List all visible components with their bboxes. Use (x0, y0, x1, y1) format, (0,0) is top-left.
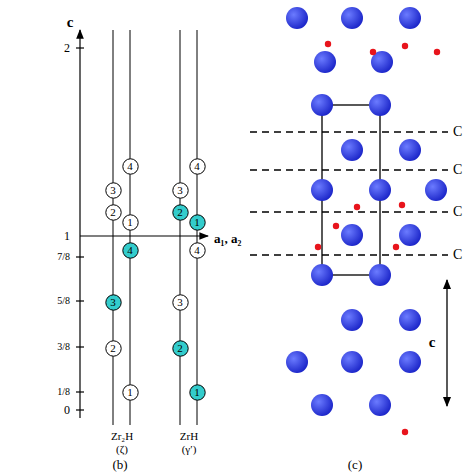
atom-site-circle: 1 (122, 214, 139, 231)
atom-site-circle: 2 (172, 204, 189, 221)
atom-site-circle: 3 (172, 294, 189, 311)
atom-site-circle: 3 (105, 182, 122, 199)
tick-label: 1 (64, 230, 70, 242)
layer-label: C (453, 205, 462, 219)
axis-label: a₁, a₂ (214, 232, 241, 245)
c-dimension-arrow (446, 280, 447, 406)
panel-label: (b) (112, 458, 127, 471)
atom-site-circle: 4 (189, 158, 206, 175)
site-number: 1 (189, 387, 206, 398)
site-number: 4 (189, 245, 206, 256)
site-number: 2 (105, 343, 122, 354)
tick-label: 3/8 (57, 342, 70, 352)
layer-label: C (453, 163, 462, 177)
atom-site-circle: 4 (189, 242, 206, 259)
site-number: 2 (172, 343, 189, 354)
site-number: 1 (122, 217, 139, 228)
phase-name: Zr₂H (111, 431, 133, 442)
phase-name: ZrH (180, 431, 198, 442)
atom-site-circle: 1 (189, 214, 206, 231)
atom-site-circle: 2 (172, 340, 189, 357)
site-number: 4 (189, 161, 206, 172)
tick-label: 1/8 (57, 387, 70, 397)
site-number: 4 (122, 161, 139, 172)
site-number: 3 (105, 297, 122, 308)
stacking-lines (113, 30, 197, 425)
tick-label: 7/8 (57, 252, 70, 262)
atom-site-circle: 4 (122, 242, 139, 259)
zr-atoms (286, 7, 447, 416)
atom-site-circle: 3 (172, 182, 189, 199)
atom-site-circle: 1 (122, 384, 139, 401)
layer-label: C (453, 248, 462, 262)
site-number: 1 (122, 387, 139, 398)
atom-site-circle: 1 (189, 384, 206, 401)
site-number: 3 (172, 185, 189, 196)
tick-label: 0 (64, 404, 70, 416)
axes (76, 30, 208, 418)
atom-site-circle: 2 (105, 204, 122, 221)
site-number: 4 (122, 245, 139, 256)
site-number: 2 (105, 207, 122, 218)
layer-label: C (453, 125, 462, 139)
tick-label: 5/8 (57, 296, 70, 306)
phase-symbol: (ζ) (116, 444, 128, 455)
dimension-label: c (429, 335, 436, 350)
atom-site-circle: 3 (105, 294, 122, 311)
phase-symbol: (γ′) (182, 444, 197, 455)
site-number: 3 (105, 185, 122, 196)
site-number: 1 (189, 217, 206, 228)
panel-label: (c) (348, 458, 362, 471)
layer-lines (250, 132, 448, 255)
h-atoms (315, 41, 440, 435)
site-number: 3 (172, 297, 189, 308)
axis-label: c (67, 15, 74, 30)
tick-label: 2 (64, 42, 70, 54)
atom-site-circle: 2 (105, 340, 122, 357)
site-number: 2 (172, 207, 189, 218)
atom-site-circle: 4 (122, 158, 139, 175)
